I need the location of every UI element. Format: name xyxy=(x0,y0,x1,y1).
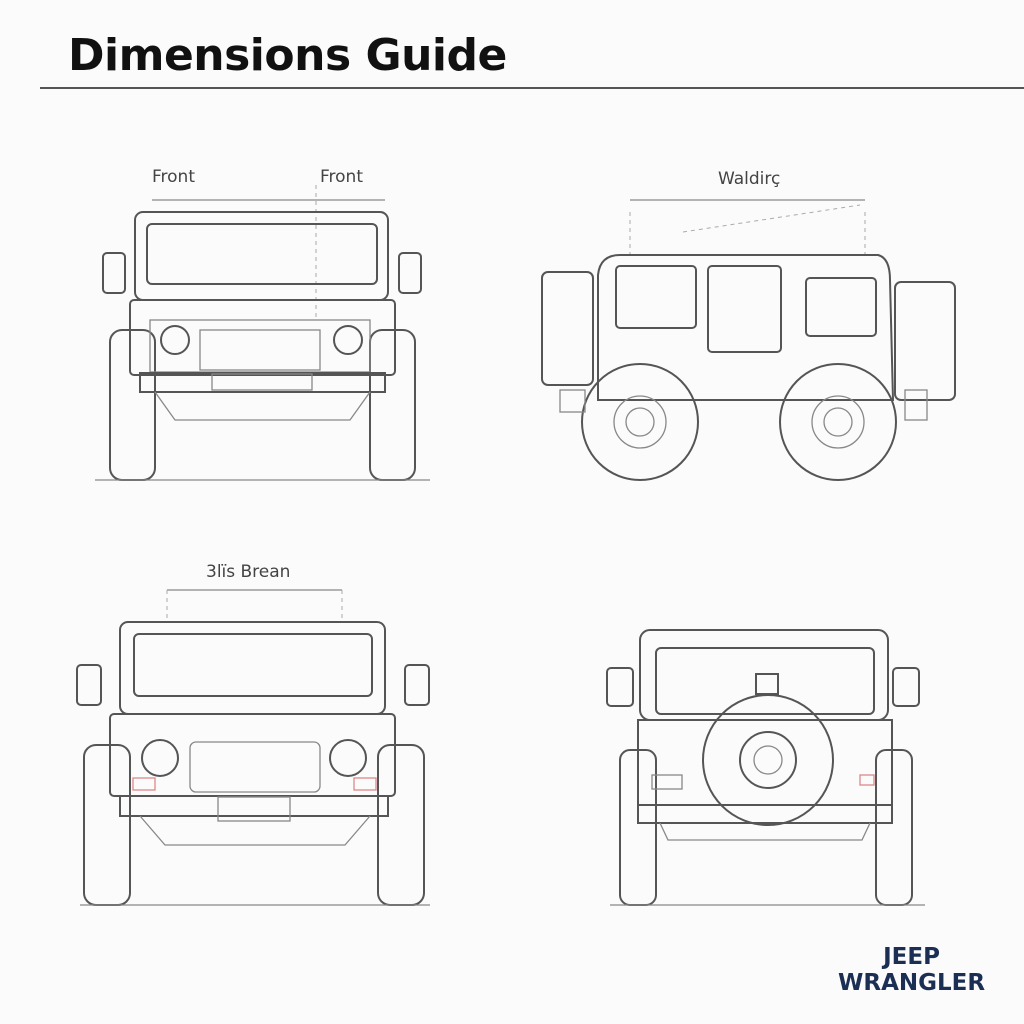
page-title: Dimensions Guide xyxy=(68,30,507,81)
front-view-label-right: Front xyxy=(320,167,363,187)
front-view-bottom-drawing xyxy=(76,589,430,906)
title-divider xyxy=(40,87,1024,89)
brand-line-2: WRANGLER xyxy=(838,970,986,996)
brand-logo: JEEP WRANGLER xyxy=(838,944,985,996)
front-view-top-drawing xyxy=(95,185,430,481)
front-view-label-left: Front xyxy=(152,167,195,187)
front-view-bottom-label: 3lïs Brean xyxy=(206,562,291,582)
brand-line-1: JEEP xyxy=(883,944,940,970)
rear-view-drawing xyxy=(606,629,925,906)
side-view-label: Waldirç xyxy=(718,169,781,189)
side-view-drawing xyxy=(541,199,956,481)
